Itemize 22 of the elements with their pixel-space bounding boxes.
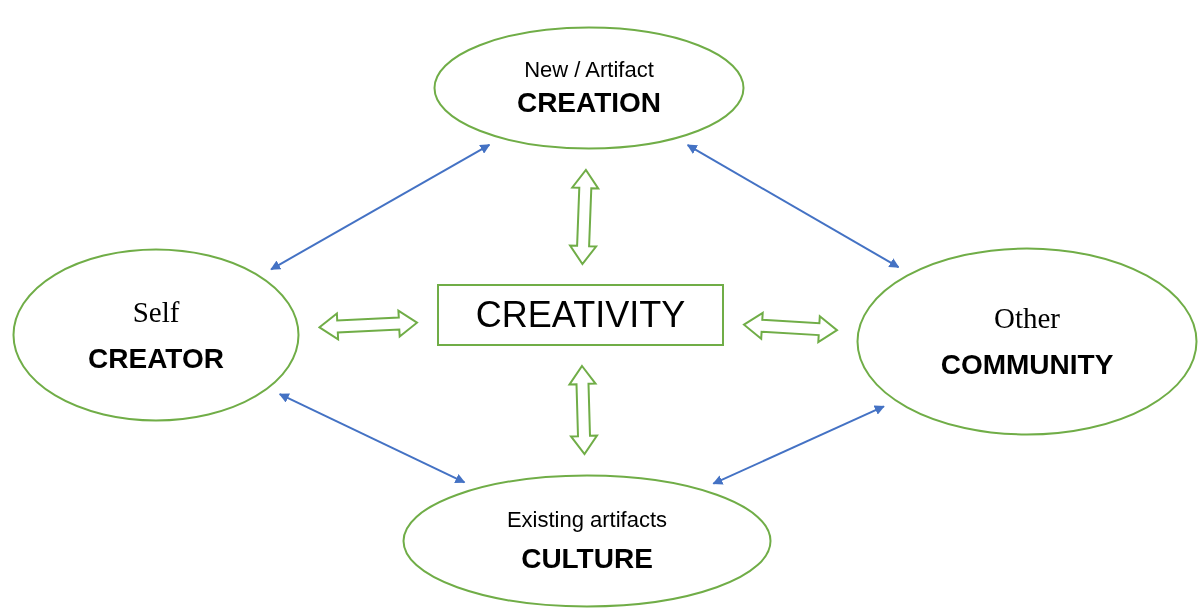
node-subtitle: Other [994,302,1060,335]
double-block-arrow [742,310,839,344]
double-block-arrow [568,168,601,266]
double-arrow [270,143,491,271]
double-arrow [712,405,885,485]
ellipse-node [856,247,1198,436]
double-block-arrow [317,308,419,342]
double-arrow [686,144,900,269]
node-title: CREATION [516,87,662,119]
node-subtitle: Self [132,295,180,329]
node-subtitle: New / Artifact [524,57,654,83]
node-title: CREATOR [88,342,224,375]
node-title: CREATIVITY [475,294,686,336]
node-title: COMMUNITY [940,349,1114,381]
ellipse-node [12,248,300,422]
double-block-arrow [567,364,599,456]
process-box [437,284,724,346]
node-subtitle: Existing artifacts [506,507,668,533]
double-arrow [278,393,466,484]
node-title: CULTURE [521,543,653,575]
ellipse-node [402,474,772,608]
ellipse-node [433,26,745,150]
